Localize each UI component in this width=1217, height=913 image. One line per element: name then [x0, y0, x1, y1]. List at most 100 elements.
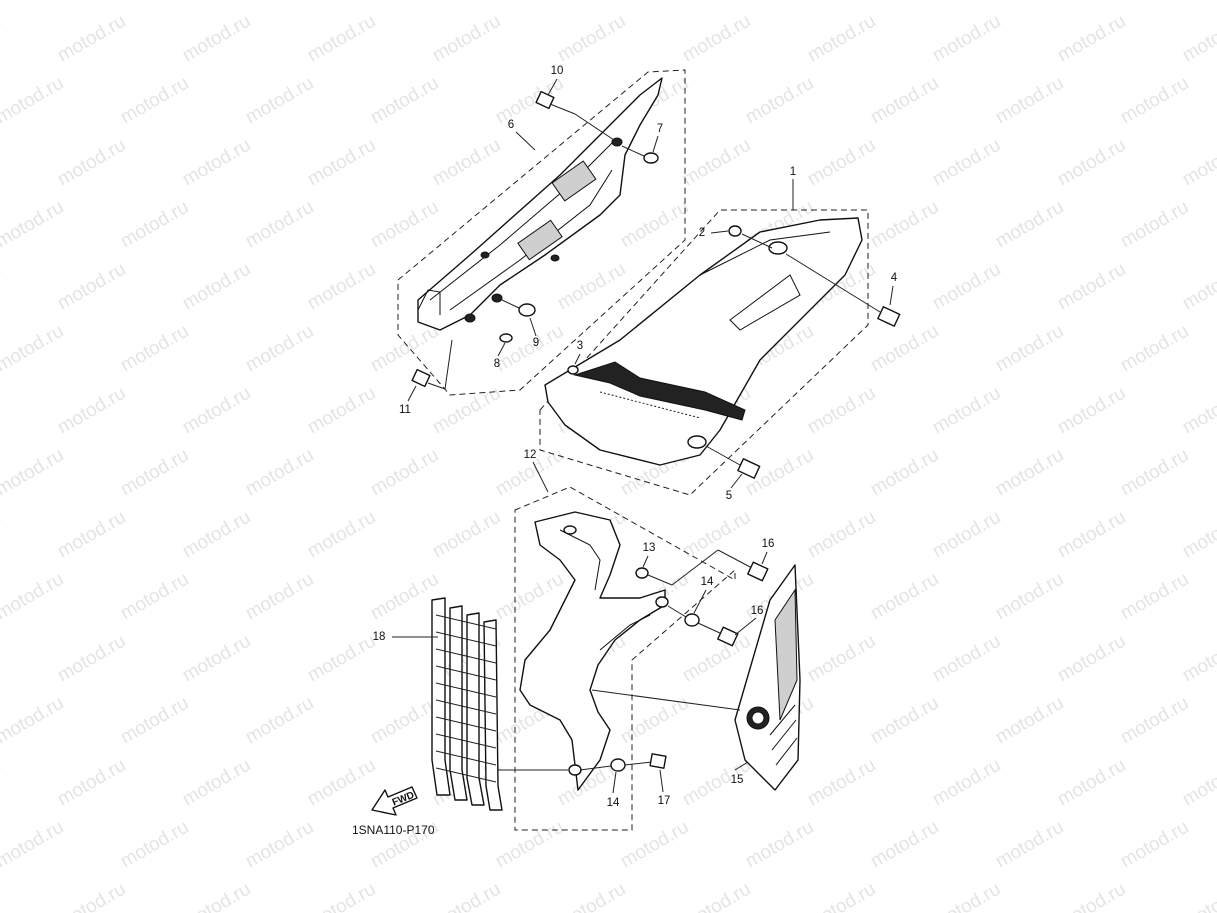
- callout-11: 11: [399, 404, 411, 416]
- radiator-cover-assembly-12: [514, 486, 736, 831]
- callout-14-upper: 14: [701, 576, 714, 588]
- side-cover-mount-hole-bottom: [687, 435, 707, 449]
- watermark-text: motod.ru: [1117, 321, 1192, 377]
- watermark-text: motod.ru: [1179, 507, 1217, 563]
- callout-6: 6: [508, 119, 514, 131]
- watermark-text: motod.ru: [179, 11, 254, 67]
- watermark-text: motod.ru: [54, 879, 129, 913]
- watermark-text: motod.ru: [1117, 73, 1192, 129]
- radiator-cover-slot: [559, 529, 601, 591]
- bolt-11: [411, 339, 453, 390]
- diagram-code: 1SNA110-P170: [352, 823, 435, 837]
- watermark-text: motod.ru: [54, 11, 129, 67]
- watermark-text: motod.ru: [179, 507, 254, 563]
- watermark-text: motod.ru: [367, 693, 442, 749]
- watermark-text: motod.ru: [179, 383, 254, 439]
- guard-slat: [435, 716, 497, 732]
- watermark-text: motod.ru: [1054, 507, 1129, 563]
- collar-9: [501, 299, 536, 317]
- watermark-text: motod.ru: [179, 631, 254, 687]
- watermark-text: motod.ru: [0, 135, 4, 191]
- watermark-text: motod.ru: [117, 817, 192, 873]
- guard-slat: [435, 733, 497, 749]
- watermark-text: motod.ru: [929, 135, 1004, 191]
- watermark-text: motod.ru: [242, 197, 317, 253]
- watermark-text: motod.ru: [0, 321, 67, 377]
- guard-slat: [435, 631, 497, 647]
- watermark-text: motod.ru: [1117, 569, 1192, 625]
- guard-slat: [435, 682, 497, 698]
- watermark-text: motod.ru: [429, 879, 504, 913]
- callouts: 1 2 3 4 5 6 7 8 9 10 11 12 13 14 15 16 1…: [373, 65, 898, 809]
- watermark-text: motod.ru: [179, 135, 254, 191]
- grommet-hole-small-2: [550, 254, 560, 262]
- watermark-text: motod.ru: [1054, 879, 1129, 913]
- guard-slat: [435, 750, 497, 766]
- guard-slat: [435, 648, 497, 664]
- watermark-text: motod.ru: [804, 879, 879, 913]
- watermark-text: motod.ru: [929, 259, 1004, 315]
- watermark-text: motod.ru: [0, 11, 4, 67]
- callout-18: 18: [373, 631, 386, 643]
- watermark-text: motod.ru: [429, 507, 504, 563]
- watermark-text: motod.ru: [304, 135, 379, 191]
- watermark-text: motod.ru: [1117, 817, 1192, 873]
- watermark-text: motod.ru: [0, 197, 67, 253]
- fwd-label: FWD: [391, 790, 416, 809]
- watermark-text: motod.ru: [54, 383, 129, 439]
- watermark-text: motod.ru: [242, 569, 317, 625]
- callout-5: 5: [726, 490, 732, 502]
- watermark-text: motod.ru: [242, 693, 317, 749]
- watermark-text: motod.ru: [929, 11, 1004, 67]
- watermark-text: motod.ru: [554, 259, 629, 315]
- watermark-text: motod.ru: [867, 197, 942, 253]
- watermark-text: motod.ru: [804, 135, 879, 191]
- side-cover-edge-line: [699, 231, 831, 276]
- watermark-text: motod.ru: [867, 0, 942, 4]
- watermark-text: motod.ru: [304, 11, 379, 67]
- watermark-text: motod.ru: [367, 0, 442, 4]
- bolt-10: [535, 90, 615, 141]
- callout-15: 15: [731, 774, 744, 786]
- watermark-text: motod.ru: [929, 383, 1004, 439]
- watermark-text: motod.ru: [1117, 0, 1192, 4]
- decal-stripe-area: [774, 588, 798, 721]
- watermark-text: motod.ru: [492, 569, 567, 625]
- watermark-text: motod.ru: [742, 0, 817, 4]
- watermark-text: motod.ru: [242, 0, 317, 4]
- watermark-text: motod.ru: [242, 817, 317, 873]
- watermark-text: motod.ru: [804, 383, 879, 439]
- radiator-guard-18: [418, 597, 568, 811]
- watermark-text: motod.ru: [0, 0, 67, 4]
- watermark-text: motod.ru: [679, 507, 754, 563]
- watermark-text: motod.ru: [54, 631, 129, 687]
- grommet-hole-mid: [491, 293, 503, 303]
- grommet-hole-low: [464, 313, 476, 323]
- side-cover-mount-hole-top: [768, 241, 788, 255]
- dashed-group-outline-6: [397, 69, 686, 396]
- callout-13: 13: [643, 542, 656, 554]
- watermark-text: motod.ru: [992, 321, 1067, 377]
- watermark-text: motod.ru: [429, 135, 504, 191]
- decal-lettering-strokes: [769, 704, 798, 766]
- callout-4: 4: [891, 272, 898, 284]
- watermark-text: motod.ru: [429, 383, 504, 439]
- watermark-text: motod.ru: [179, 755, 254, 811]
- fwd-arrow-icon: [371, 786, 418, 816]
- watermark-text: motod.ru: [929, 631, 1004, 687]
- watermark-text: motod.ru: [0, 445, 67, 501]
- dashed-group-outline-1: [539, 209, 869, 496]
- bolt-16-top: [747, 561, 769, 582]
- cover-bracket: [517, 219, 563, 261]
- guard-slat: [435, 699, 497, 715]
- dotted-guide: [599, 391, 701, 419]
- watermark-text: motod.ru: [617, 817, 692, 873]
- watermark-text: motod.ru: [679, 879, 754, 913]
- watermark-text: motod.ru: [304, 507, 379, 563]
- watermark-text: motod.ru: [1117, 197, 1192, 253]
- watermark-text: motod.ru: [992, 73, 1067, 129]
- watermark-text: motod.ru: [367, 73, 442, 129]
- watermark-text: motod.ru: [992, 569, 1067, 625]
